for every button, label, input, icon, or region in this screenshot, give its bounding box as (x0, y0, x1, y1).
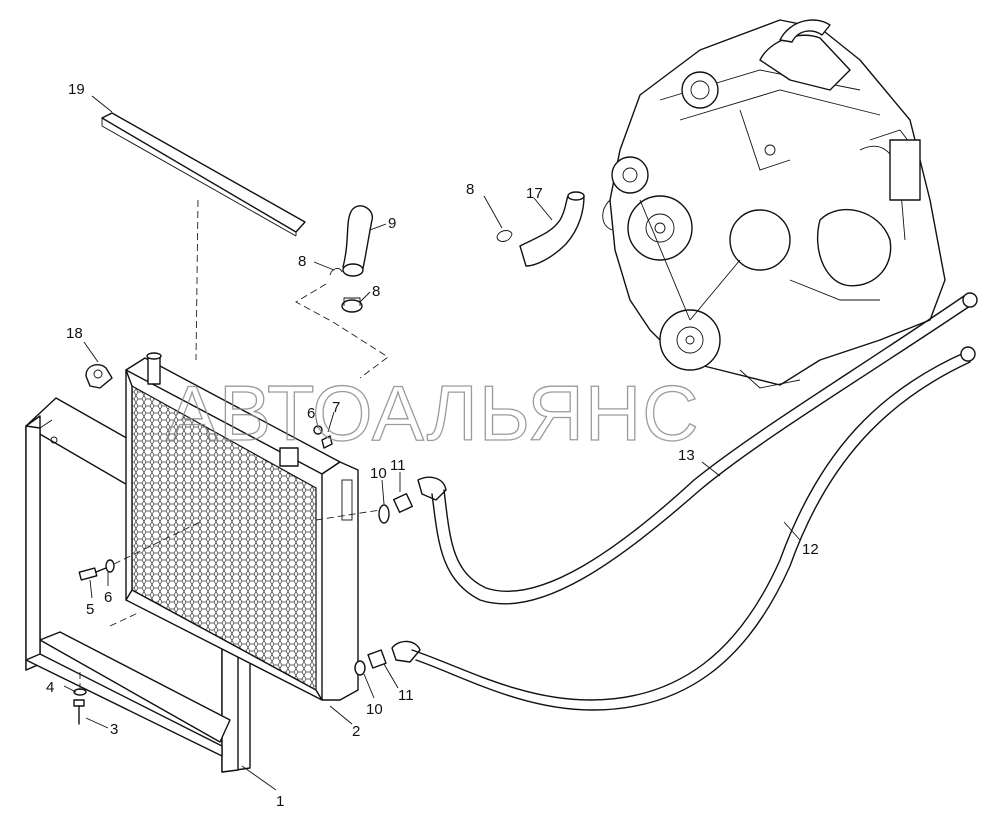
callout-18: 18 (66, 325, 83, 342)
engine-block (602, 19, 946, 389)
engine-hose-part (496, 191, 585, 267)
seal-strip-part (101, 112, 306, 237)
callout-8-engine: 8 (466, 181, 474, 198)
callout-2: 2 (352, 723, 360, 740)
callout-5: 5 (86, 601, 94, 618)
callout-13: 13 (678, 447, 695, 464)
callout-17: 17 (526, 185, 543, 202)
callout-7: 7 (332, 399, 340, 416)
callout-6-lower: 6 (104, 589, 112, 606)
watermark-text: АВТОАЛЬЯНС (166, 369, 700, 457)
callout-10-lower: 10 (366, 701, 383, 718)
callout-4: 4 (46, 679, 54, 696)
sensor-part (85, 364, 113, 389)
callout-8-left: 8 (298, 253, 306, 270)
assembly-dash-line (195, 199, 199, 361)
callout-19: 19 (68, 81, 85, 98)
lower-fitting-parts (354, 640, 421, 676)
callout-11-lower: 11 (398, 687, 414, 704)
callout-1: 1 (276, 793, 284, 810)
callout-12: 12 (802, 541, 819, 558)
callout-10-upper: 10 (370, 465, 387, 482)
callout-labels: 19 9 8 8 8 17 18 6 7 10 11 13 12 5 6 4 3… (46, 81, 819, 810)
leader-lines (63, 95, 801, 791)
callout-9: 9 (388, 215, 396, 232)
callout-6-upper: 6 (307, 405, 315, 422)
hose-13-part (431, 292, 978, 605)
callout-3: 3 (110, 721, 118, 738)
upper-hose-dash-line (295, 283, 389, 379)
callout-11-upper: 11 (390, 457, 406, 474)
upper-fitting-parts (315, 476, 447, 524)
radiator-core-part (125, 352, 359, 701)
bolt-parts (73, 425, 333, 725)
hose-12-part (411, 346, 976, 711)
callout-8-lower: 8 (372, 283, 380, 300)
